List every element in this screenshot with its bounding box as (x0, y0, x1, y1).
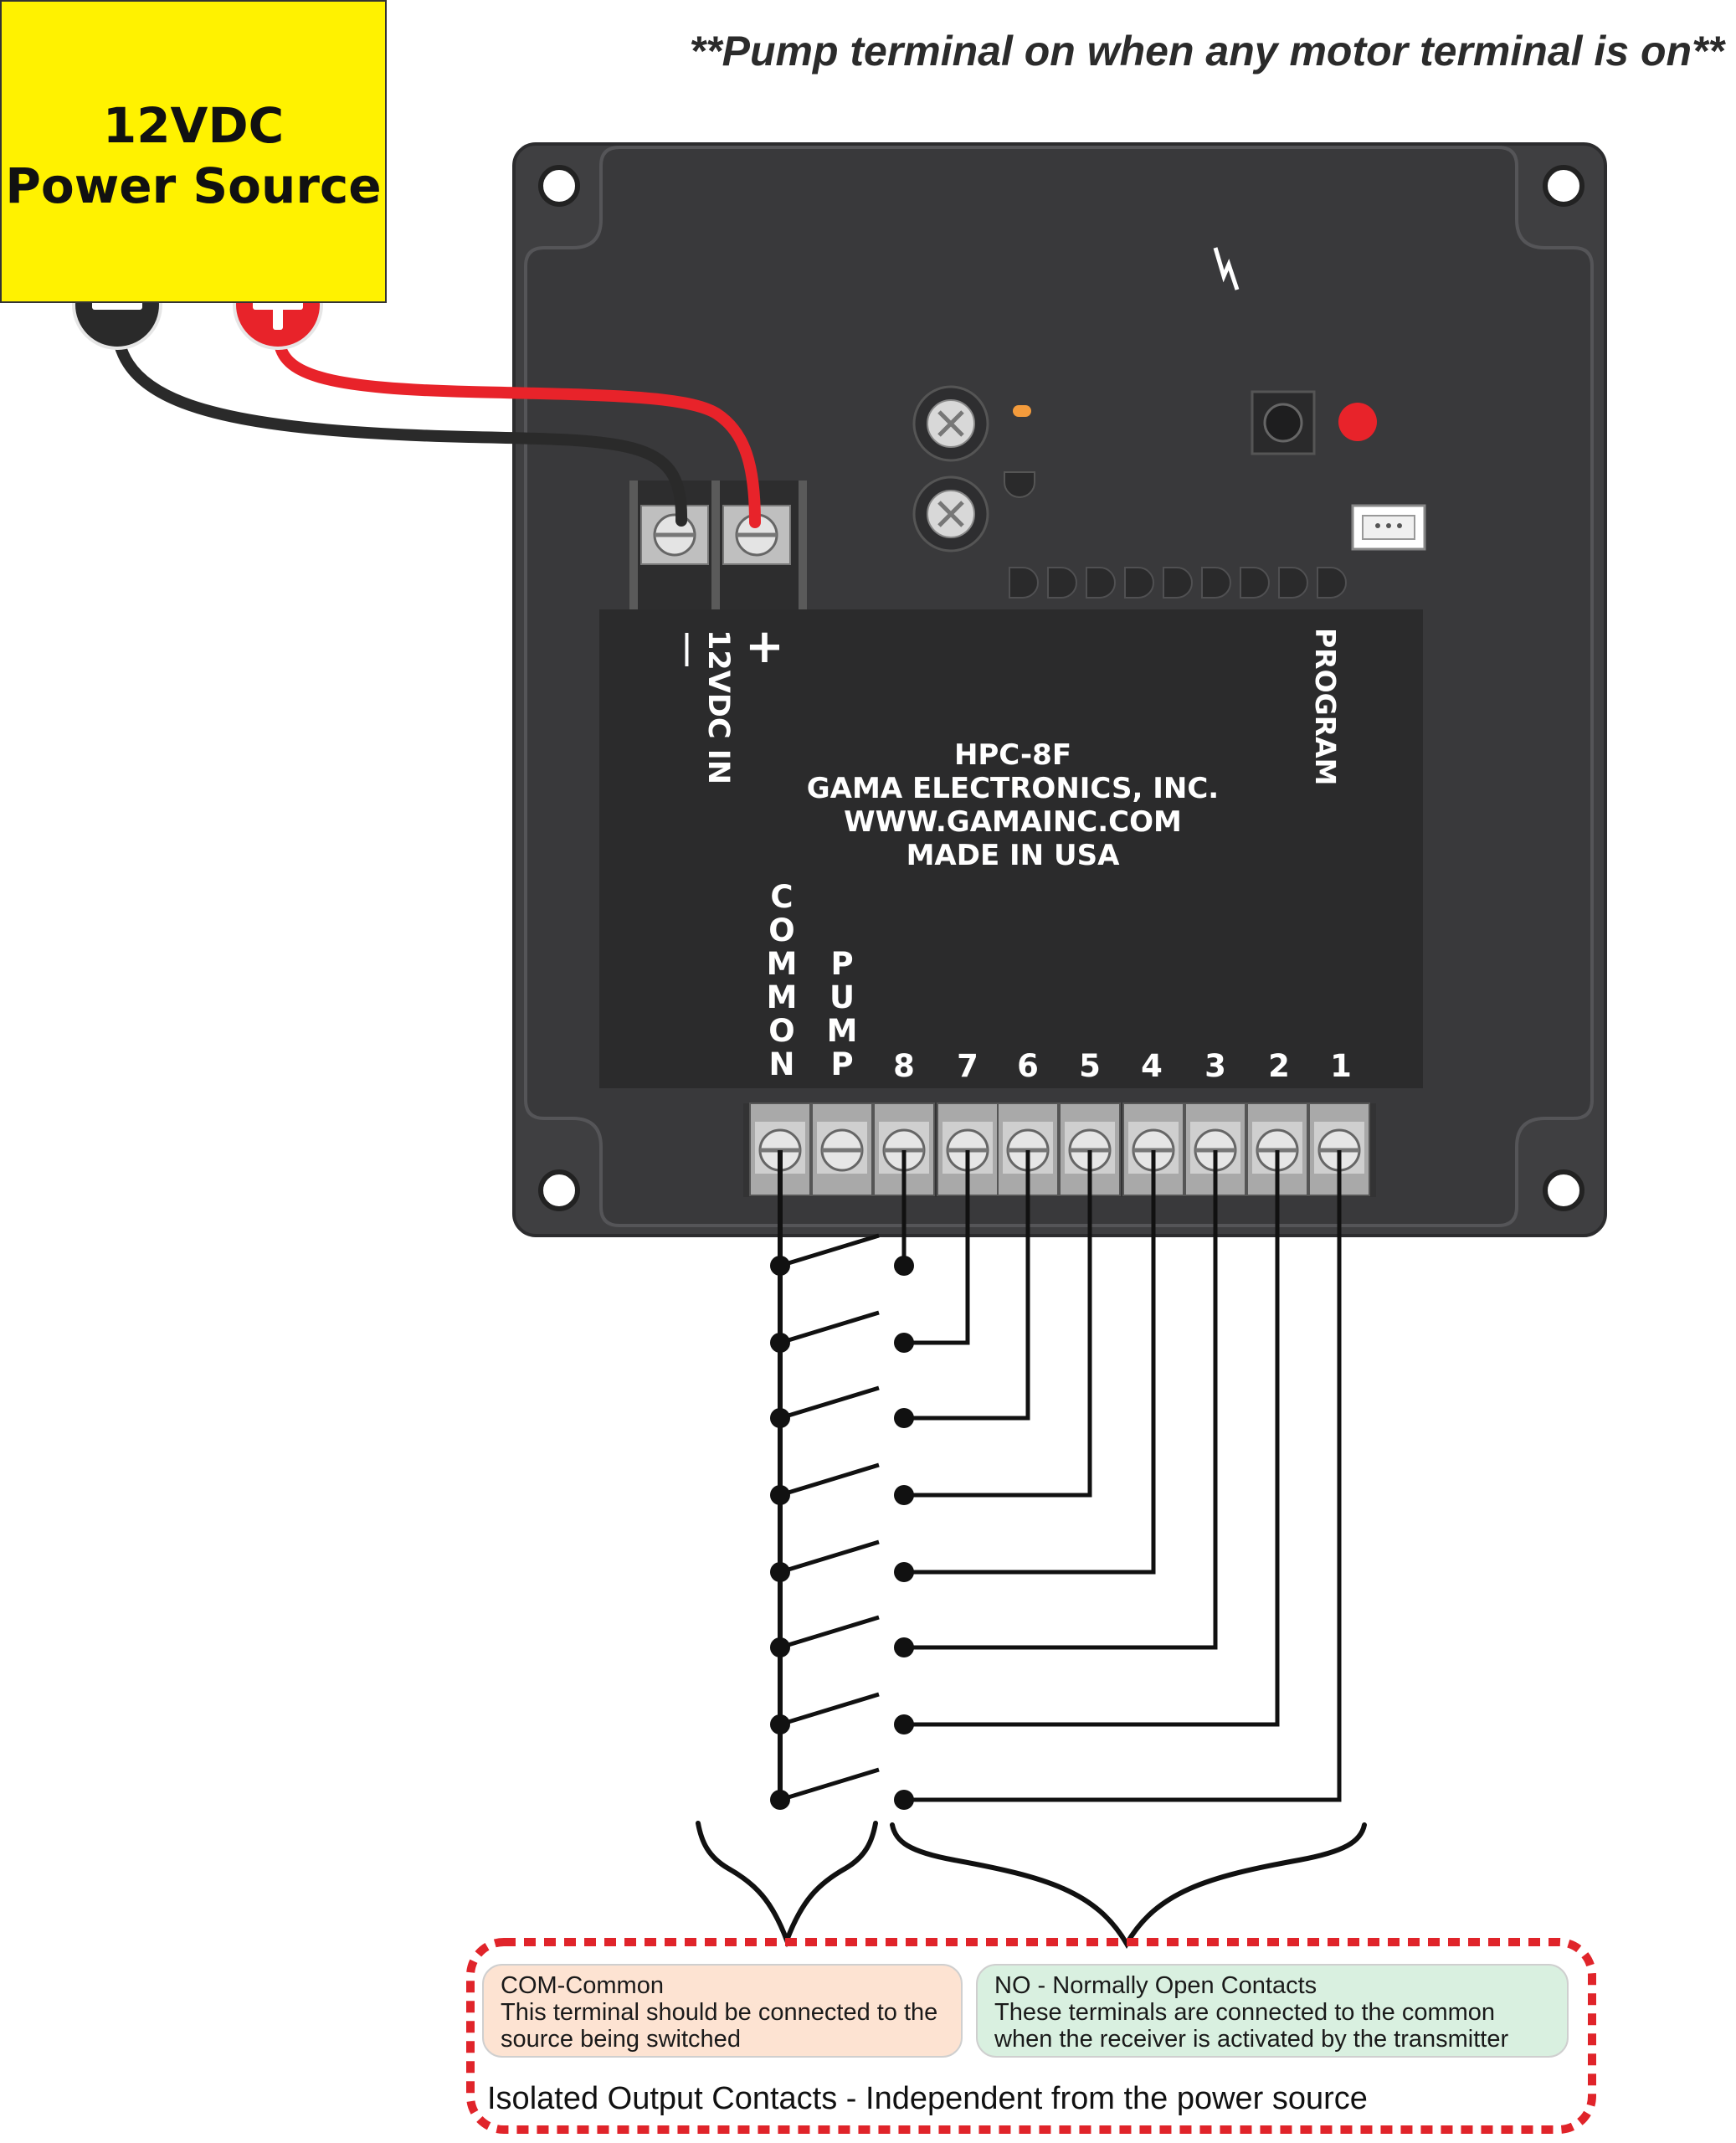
common-label: C O M M O N (766, 879, 798, 1082)
terminal-number-1: 1 (1330, 1048, 1352, 1084)
no-callout-line-2: when the receiver is activated by the tr… (994, 2026, 1509, 2053)
com-common-callout: COM-Common This terminal should be conne… (482, 1964, 963, 2058)
pump-note-header: **Pump terminal on when any motor termin… (689, 28, 1724, 75)
no-callout-title: NO - Normally Open Contacts (994, 1972, 1317, 1999)
channel-led (1009, 567, 1039, 599)
channel-wire (904, 1150, 1092, 1498)
channel-led-row (1009, 567, 1347, 599)
no-contact-dot (894, 1408, 914, 1428)
channel-wire (904, 1150, 1156, 1575)
channel-led (1317, 567, 1347, 599)
channel-led (1086, 567, 1116, 599)
no-contact-dot (894, 1256, 914, 1276)
mounting-hole-top-right (1543, 165, 1584, 207)
com-callout-line-1: This terminal should be connected to the (501, 1999, 938, 2026)
switch-contact (779, 1462, 880, 1498)
board-info: HPC-8F GAMA ELECTRONICS, INC. WWW.GAMAIN… (753, 738, 1272, 872)
board-model: HPC-8F (953, 738, 1072, 772)
no-contact-dot (894, 1562, 914, 1582)
switch-contact (779, 1233, 880, 1268)
channel-led (1124, 567, 1154, 599)
channel-wire (904, 1150, 1030, 1421)
no-contact-dot (894, 1333, 914, 1353)
common-contact-dot (770, 1714, 790, 1734)
switch-contact (779, 1692, 880, 1727)
terminal-number-2: 2 (1268, 1048, 1290, 1084)
switch-contact (779, 1385, 880, 1421)
terminal-number-7: 7 (957, 1048, 978, 1084)
power-source-label: Power Source (5, 157, 382, 214)
mounting-hole-top-left (538, 165, 580, 207)
isolated-contacts-footer: Isolated Output Contacts - Independent f… (487, 2081, 1368, 2116)
red-wire (274, 337, 761, 528)
no-contact-dot (894, 1790, 914, 1810)
channel-wire (904, 1150, 1342, 1802)
com-callout-line-2: source being switched (501, 2026, 741, 2053)
no-contacts-brace (890, 1822, 1367, 1949)
common-contact-dot (770, 1408, 790, 1428)
light-sensor (1004, 471, 1035, 498)
power-plus-label: + (745, 619, 784, 674)
mounting-hole-bottom-right (1543, 1169, 1584, 1211)
terminal-number-5: 5 (1079, 1048, 1101, 1084)
common-contact-dot (770, 1637, 790, 1657)
switch-contact (779, 1615, 880, 1650)
program-led (1338, 403, 1377, 441)
channel-led (1278, 567, 1308, 599)
switch-contact (779, 1539, 880, 1575)
terminal-number-4: 4 (1141, 1048, 1163, 1084)
com-callout-title: COM-Common (501, 1972, 664, 1999)
common-contact-dot (770, 1256, 790, 1276)
mounting-hole-bottom-left (538, 1169, 580, 1211)
channel-wire (904, 1150, 1280, 1727)
channel-led (1163, 567, 1193, 599)
channel-led (1201, 567, 1231, 599)
channel-led (1047, 567, 1077, 599)
common-contact-dot (770, 1333, 790, 1353)
channel-wire (904, 1150, 970, 1345)
black-wire (110, 302, 688, 527)
common-contact-dot (770, 1485, 790, 1505)
no-contact-dot (894, 1485, 914, 1505)
no-callout-line-1: These terminals are connected to the com… (994, 1999, 1496, 2026)
output-wiring (770, 1150, 1342, 1810)
common-contact-dot (770, 1562, 790, 1582)
terminal-number-3: 3 (1204, 1048, 1226, 1084)
channel-wire (904, 1150, 1218, 1650)
power-source-voltage: 12VDC (102, 97, 285, 154)
no-contacts-callout: NO - Normally Open Contacts These termin… (976, 1964, 1569, 2058)
board-origin: MADE IN USA (906, 839, 1120, 872)
power-source-box: 12VDC Power Source (0, 0, 387, 303)
isolated-contacts-border (466, 1938, 1596, 2134)
terminal-number-8: 8 (893, 1048, 915, 1084)
board-website: WWW.GAMAINC.COM (844, 805, 1182, 839)
common-brace (696, 1821, 878, 1948)
no-contact-dot (894, 1714, 914, 1734)
no-contact-dot (894, 1637, 914, 1657)
board-maker: GAMA ELECTRONICS, INC. (806, 772, 1220, 805)
switch-contact (779, 1767, 880, 1802)
pump-label: P U M P (826, 946, 858, 1082)
program-label: PROGRAM (1309, 628, 1342, 786)
common-contact-dot (770, 1790, 790, 1810)
channel-led (1240, 567, 1270, 599)
power-in-label: 12VDC IN (701, 630, 735, 785)
terminal-number-6: 6 (1017, 1048, 1039, 1084)
switch-contact (779, 1310, 880, 1345)
power-minus-label: — (670, 633, 707, 666)
antenna-icon (1213, 247, 1240, 290)
status-led (1013, 405, 1031, 417)
label-panel (599, 609, 1423, 1088)
